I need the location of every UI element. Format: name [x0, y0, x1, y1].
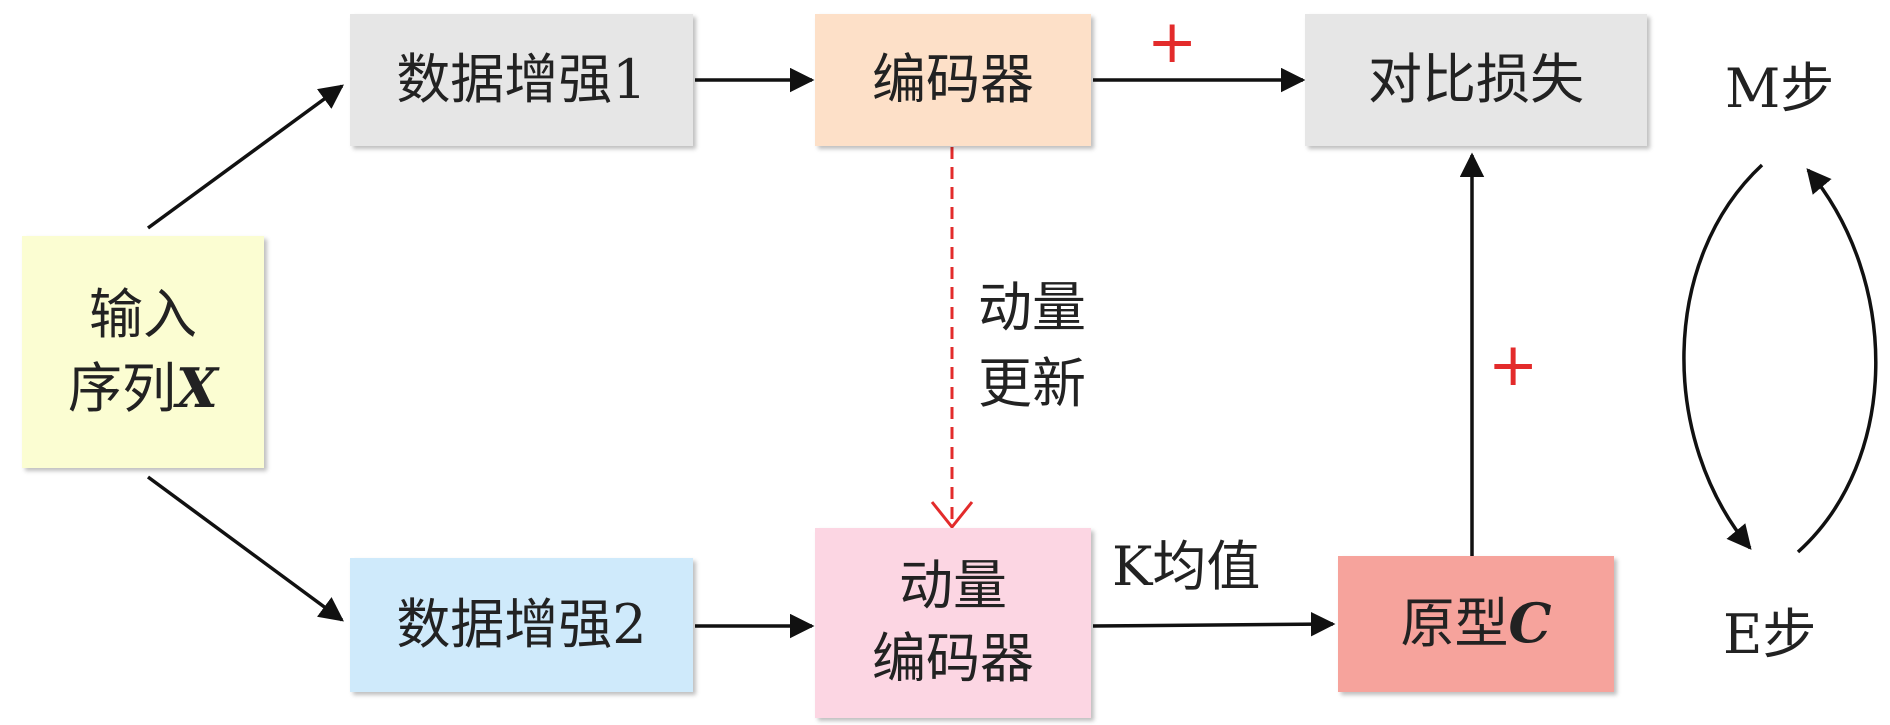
- momentum-encoder-line1: 动量: [899, 554, 1007, 618]
- momentum-update-arrowhead: [930, 501, 974, 530]
- input-line2-text: 序列: [68, 356, 177, 420]
- m-step-label: M步: [1725, 57, 1835, 120]
- em-arc-e-to-m: [1796, 168, 1878, 554]
- em-arc-m-to-e: [1682, 163, 1764, 550]
- edge-input-to-aug2: [146, 475, 344, 622]
- aug1-label: 数据增强1: [396, 47, 647, 111]
- momentum-update-line2: 更新: [978, 351, 1086, 415]
- aug2-label: 数据增强2: [396, 592, 647, 656]
- contrastive-loss-node: 对比损失: [1305, 14, 1647, 146]
- input-line2: 序列X: [68, 352, 218, 426]
- kmeans-label: K均值: [1112, 535, 1261, 598]
- e-step-label: E步: [1723, 603, 1817, 666]
- encoder-node: 编码器: [815, 14, 1091, 146]
- prototype-symbol-c: C: [1508, 591, 1552, 656]
- input-line1: 输入: [89, 282, 197, 346]
- data-augmentation-2-node: 数据增强2: [350, 558, 693, 692]
- input-sequence-node: 输入 序列X: [22, 236, 264, 468]
- contrastive-loss-label: 对比损失: [1368, 47, 1584, 111]
- momentum-encoder-line2: 编码器: [872, 627, 1034, 690]
- momentum-encoder-node: 动量 编码器: [815, 528, 1091, 718]
- input-symbol-x: X: [176, 355, 218, 420]
- plus-sign-right: +: [1488, 330, 1539, 400]
- edge-momentum-encoder-to-prototype: [1092, 611, 1336, 637]
- plus-sign-top: +: [1147, 7, 1198, 77]
- edge-input-to-aug1: [146, 84, 344, 230]
- prototype-node: 原型C: [1338, 556, 1614, 692]
- momentum-update-line1: 动量: [978, 276, 1086, 339]
- momentum-update-label: 动量 更新: [978, 270, 1086, 421]
- prototype-label-text: 原型: [1400, 592, 1509, 656]
- encoder-label: 编码器: [872, 47, 1034, 111]
- data-augmentation-1-node: 数据增强1: [350, 14, 693, 146]
- prototype-label: 原型C: [1401, 587, 1552, 661]
